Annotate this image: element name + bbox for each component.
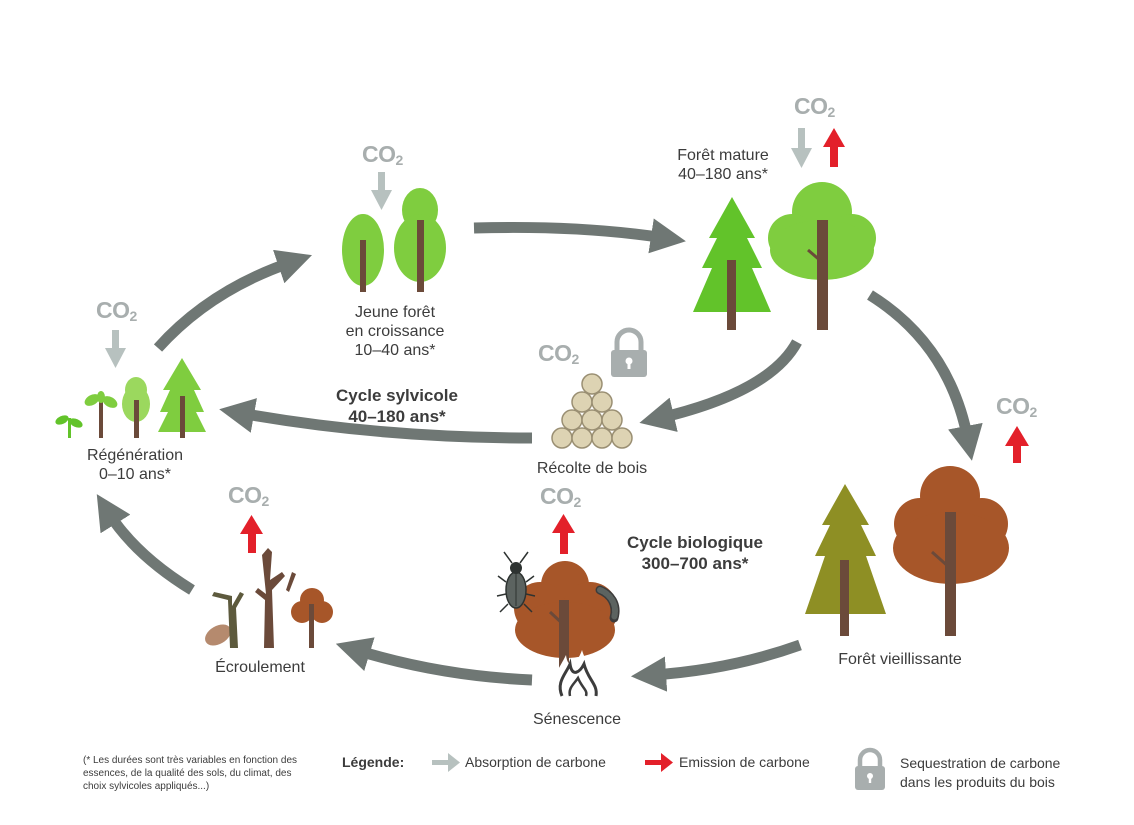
senescence-illustration — [496, 551, 620, 700]
broken-stump-icon — [212, 592, 244, 648]
arrow-collapse-to-regeneration — [96, 494, 195, 595]
arrow-young-to-mature — [473, 218, 686, 254]
arrow-harvest-to-regeneration — [219, 398, 533, 444]
co2-label-mature: CO2 — [794, 93, 835, 120]
emission-arrow-collapse — [240, 515, 263, 553]
dead-tree-icon — [255, 548, 296, 648]
mature-broadleaf-icon — [768, 182, 876, 330]
beetle-icon — [496, 551, 536, 613]
arrow-aging-to-senescence — [630, 639, 802, 692]
emission-arrow-aging — [1005, 426, 1029, 463]
absorption-arrow-regeneration — [105, 330, 126, 368]
stage-label-senescence: Sénescence — [532, 711, 622, 728]
young-broadleaf-icon — [122, 377, 150, 438]
log-pile-icon — [551, 373, 633, 449]
lock-icon-harvest — [611, 327, 647, 377]
legend-absorption-label: Absorption de carbone — [465, 754, 606, 770]
mature-forest-illustration — [693, 182, 876, 330]
stage-label-harvest: Récolte de bois — [536, 460, 648, 477]
co2-label-regeneration: CO2 — [96, 297, 137, 324]
regeneration-illustration — [55, 358, 206, 438]
small-dying-tree-icon — [291, 588, 333, 648]
aging-broadleaf-icon — [893, 466, 1009, 636]
co2-label-aging: CO2 — [996, 393, 1037, 420]
cycle-arrows — [96, 218, 983, 692]
absorption-arrow-mature — [791, 128, 812, 168]
footnote: (* Les durées sont très variables en fon… — [83, 755, 298, 792]
fire-icon — [553, 650, 605, 700]
stage-label-collapse: Écroulement — [215, 659, 305, 676]
collapse-illustration — [205, 548, 333, 648]
co2-label-senescence: CO2 — [540, 483, 581, 510]
arrow-senescence-to-collapse — [335, 637, 533, 686]
emission-arrow-mature — [823, 128, 845, 167]
legend-absorption-arrow-icon — [432, 753, 460, 772]
aging-forest-illustration — [805, 466, 1009, 636]
absorption-arrow-young — [371, 172, 392, 210]
legend-icons — [432, 747, 885, 790]
stage-label-aging-forest: Forêt vieillissante — [838, 651, 962, 668]
co2-flow-arrows — [105, 128, 1029, 554]
co2-label-young: CO2 — [362, 141, 403, 168]
co2-label-harvest: CO2 — [538, 340, 579, 367]
sapling-icon — [84, 391, 118, 438]
aging-conifer-icon — [805, 484, 886, 636]
arrow-mature-to-harvest — [639, 339, 802, 432]
harvest-illustration — [551, 327, 647, 449]
arrow-mature-to-aging — [867, 290, 983, 461]
young-forest-illustration — [342, 188, 446, 292]
young-tree-left-icon — [342, 214, 384, 292]
legend-title: Légende: — [342, 754, 405, 770]
co2-label-collapse: CO2 — [228, 482, 269, 509]
young-tree-right-icon — [394, 188, 446, 292]
mature-conifer-icon — [693, 197, 771, 330]
legend-lock-icon — [855, 747, 885, 790]
fallen-log-icon — [205, 624, 231, 646]
arrow-regeneration-to-young — [153, 249, 312, 352]
emission-arrow-senescence — [552, 514, 575, 554]
legend-emission-label: Emission de carbone — [679, 754, 810, 770]
larva-icon — [595, 585, 620, 623]
sprout-icon — [55, 415, 83, 438]
legend-emission-arrow-icon — [645, 753, 673, 772]
young-conifer-icon — [158, 358, 206, 438]
